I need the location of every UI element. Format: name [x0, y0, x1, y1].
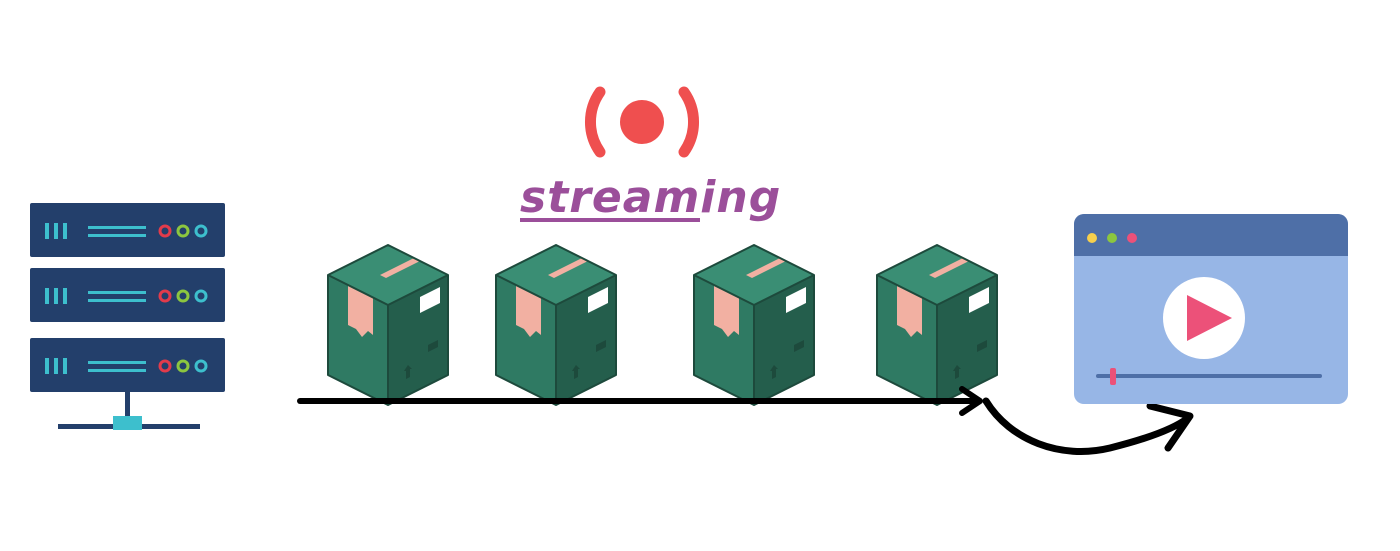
streaming-underline — [520, 218, 700, 222]
window-dot-yellow — [1087, 233, 1097, 243]
streaming-label: streaming — [520, 172, 781, 223]
server-unit-3 — [30, 338, 225, 392]
server-stand-connector — [113, 416, 142, 430]
video-player-icon — [1074, 214, 1348, 404]
package-box-icon — [876, 244, 998, 406]
server-rack-icon — [30, 203, 225, 430]
package-box-icon — [495, 244, 617, 406]
server-unit-1 — [30, 203, 225, 257]
progress-handle[interactable] — [1110, 368, 1116, 385]
play-icon — [1187, 295, 1232, 341]
curved-arrow — [982, 397, 1194, 455]
package-box-icon — [327, 244, 449, 406]
streaming-text: streaming — [520, 172, 781, 223]
server-stand-pole — [125, 392, 130, 418]
straight-arrow — [297, 386, 983, 416]
window-dot-pink — [1127, 233, 1137, 243]
broadcast-icon — [585, 86, 699, 158]
packages-row — [327, 244, 998, 406]
window-dot-green — [1107, 233, 1117, 243]
server-unit-2 — [30, 268, 225, 322]
player-titlebar — [1074, 214, 1348, 256]
package-box-icon — [693, 244, 815, 406]
progress-track — [1096, 374, 1322, 378]
